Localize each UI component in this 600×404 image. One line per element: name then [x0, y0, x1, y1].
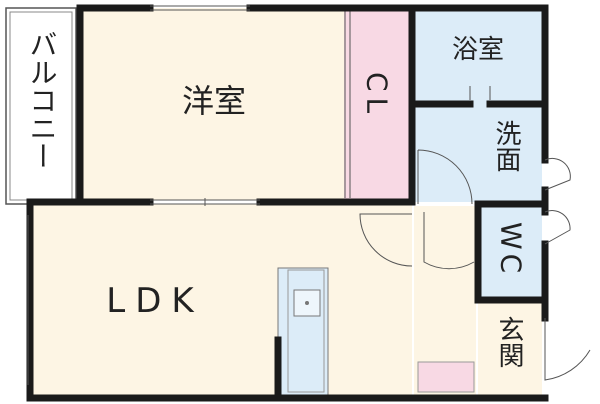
balcony-area	[5, 7, 77, 205]
western-room-area	[82, 8, 344, 200]
entrance-tile	[417, 361, 475, 393]
ldk-area	[32, 204, 412, 398]
closet-area	[344, 8, 410, 200]
ldk-label: LDK	[106, 281, 203, 321]
kitchen-counter	[277, 267, 329, 397]
balcony-label: バルコニー	[26, 30, 59, 170]
hall-door-icon	[423, 212, 475, 270]
toilet-area	[480, 206, 542, 298]
window-swing-1-icon	[544, 157, 571, 191]
bath-area	[414, 8, 542, 104]
window-swing-2-icon	[544, 210, 571, 245]
entrance-area	[478, 300, 542, 398]
toilet-label: WC	[495, 222, 528, 277]
entrance-door-icon	[544, 318, 591, 381]
entrance-label: 玄関	[494, 316, 524, 368]
closet-label: CL	[361, 72, 394, 119]
washroom-label: 洗面	[491, 120, 521, 172]
western-room-label: 洋室	[182, 82, 246, 120]
bath-label: 浴室	[452, 35, 504, 65]
washroom-area	[414, 104, 542, 202]
ldk-door-icon	[359, 213, 413, 267]
washroom-door-icon	[417, 149, 473, 205]
